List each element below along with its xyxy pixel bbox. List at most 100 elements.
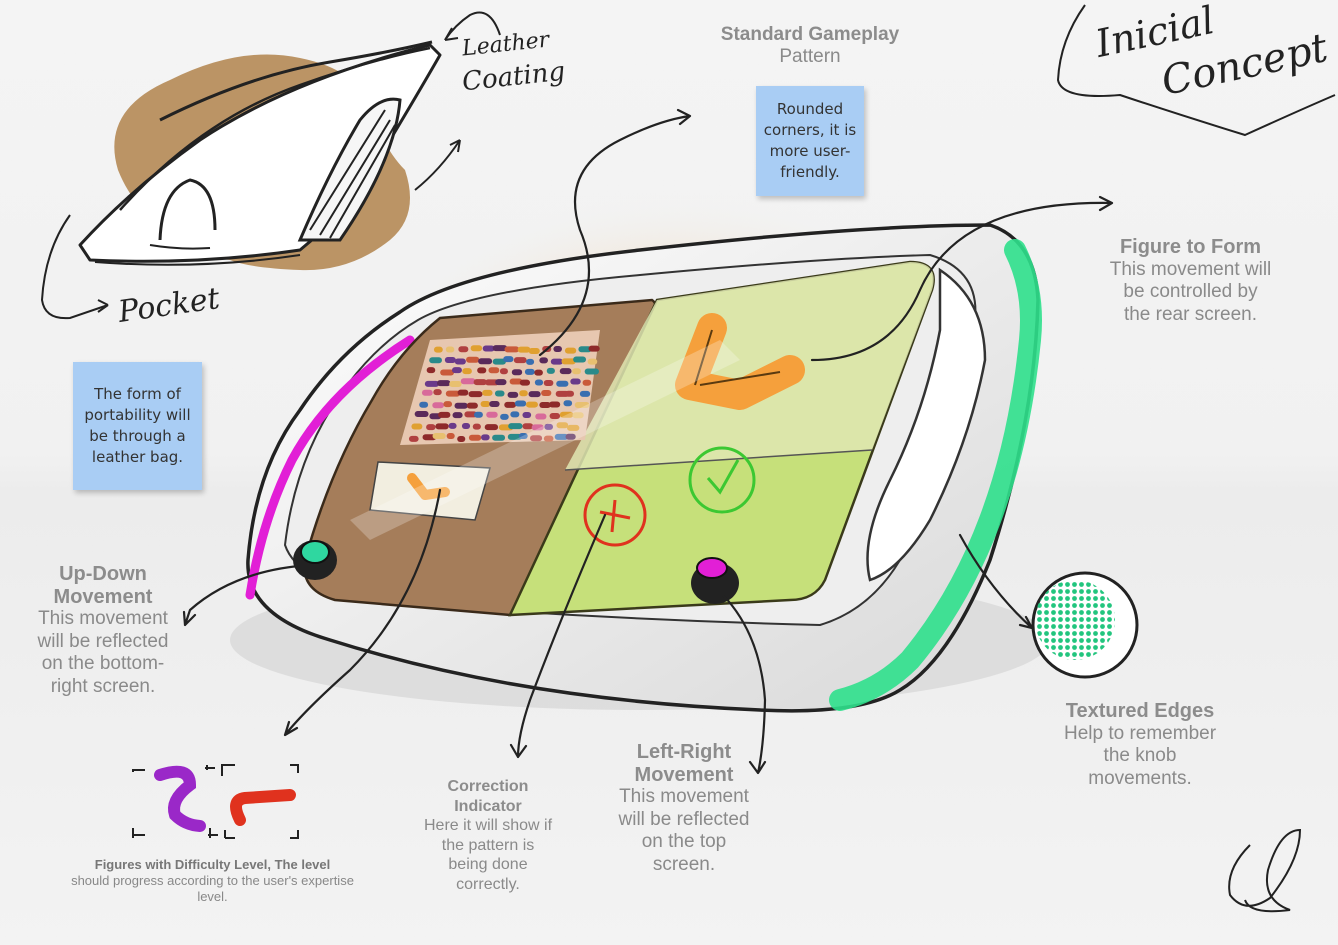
orange-figure [675,313,805,410]
collage-capsule [563,400,573,407]
collage-capsule [482,389,493,396]
collage-capsule [426,424,436,431]
collage-capsule [544,423,554,430]
collage-capsule [458,346,469,353]
collage-capsule [419,401,429,408]
collage-capsule [588,345,600,352]
collage-capsule [531,424,544,431]
collage-capsule [445,390,461,397]
collage-capsule [461,422,471,429]
difficulty-figures [132,764,299,839]
sticky-rounded-corners: Rounded corners, it is more user-friendl… [756,86,864,196]
collage-capsule [429,357,442,364]
collage-capsule [559,411,574,418]
collage-capsule [426,367,436,374]
title-swoosh [1056,4,1336,137]
collage-capsule [454,402,468,409]
collage-capsule [549,401,561,408]
collage-capsule [546,367,555,374]
up-down-block: Up-Down Movement This movement will be r… [30,563,176,698]
collage-capsule [468,434,482,441]
collage-capsule [522,411,532,418]
standard-gameplay-title: Standard Gameplay [720,24,900,45]
collage-capsule [549,413,561,420]
collage-capsule [448,422,457,429]
collage-capsule [414,411,429,418]
collage-capsule [486,411,498,418]
collage-capsule [579,390,591,397]
texture-detail-circle [1031,571,1139,679]
sticky-rounded-corners-text: Rounded corners, it is more user-friendl… [763,100,857,181]
collage-capsule [494,390,505,397]
arrow-gameplay [538,108,692,357]
collage-capsule [528,347,540,354]
collage-capsule [556,380,569,387]
collage-capsule [444,356,456,363]
pattern-collage [400,330,600,445]
collage-capsule [565,433,576,440]
collage-capsule [478,358,493,365]
collage-capsule [582,379,592,386]
textured-edges-title: Textured Edges [1065,700,1215,722]
collage-capsule [460,378,476,385]
up-down-knob [293,540,337,580]
arrow-figure-to-form [810,195,1114,362]
collage-capsule [474,411,483,418]
collage-capsule [526,358,535,365]
up-down-title: Up-Down Movement [53,563,153,608]
collage-capsule [561,358,576,365]
collage-capsule [451,367,462,374]
collage-capsule [559,368,572,375]
collage-capsule [541,390,552,397]
collage-capsule [524,368,535,375]
collage-capsule [464,411,478,418]
collage-capsule [466,402,478,409]
collage-capsule [510,411,520,418]
collage-capsule [570,378,581,385]
figure-to-form-body: This movement will be controlled by the … [1109,258,1272,325]
collage-capsule [535,413,547,420]
collage-capsule [565,390,575,397]
arrow-left-right [716,588,767,775]
collage-capsule [445,346,455,353]
up-down-body: This movement will be reflected on the b… [37,608,169,697]
figures-difficulty-block: Figures with Difficulty Level, The level… [70,857,355,905]
collage-capsule [539,357,548,364]
collage-capsule [446,433,455,440]
collage-capsule [534,369,543,376]
correction-block: Correction Indicator Here it will show i… [420,777,556,894]
collage-capsule [481,434,490,441]
signature [1228,828,1302,913]
standard-gameplay-block: Standard Gameplay Pattern [700,24,920,68]
collage-capsule [435,423,449,430]
collage-capsule [443,401,453,408]
collage-capsule [436,380,451,387]
collage-capsule [584,368,599,375]
collage-capsule [519,379,531,386]
collage-capsule [438,411,451,418]
left-right-block: Left-Right Movement This movement will b… [608,741,760,876]
collage-capsule [504,401,517,408]
collage-capsule [578,346,592,353]
arrow-textured-edges [958,533,1034,630]
collage-capsule [489,401,500,408]
collage-capsule [554,433,569,440]
collage-capsule [424,380,440,387]
collage-capsule [503,356,514,363]
collage-capsule [528,391,541,398]
collage-capsule [504,346,520,353]
collage-capsule [432,433,446,440]
collage-capsule [567,424,580,431]
collage-capsule [564,347,577,354]
collage-capsule [432,402,444,409]
collage-capsule [587,358,598,365]
textured-edges-body: Help to remember the knob movements. [1063,722,1217,789]
collage-capsule [534,379,544,386]
collage-capsule [473,379,487,386]
collage-capsule [472,423,481,430]
collage-capsule [484,424,499,431]
left-right-knob [691,557,739,604]
collage-capsule [433,389,442,396]
collage-capsule [421,389,433,396]
collage-capsule [457,389,469,396]
